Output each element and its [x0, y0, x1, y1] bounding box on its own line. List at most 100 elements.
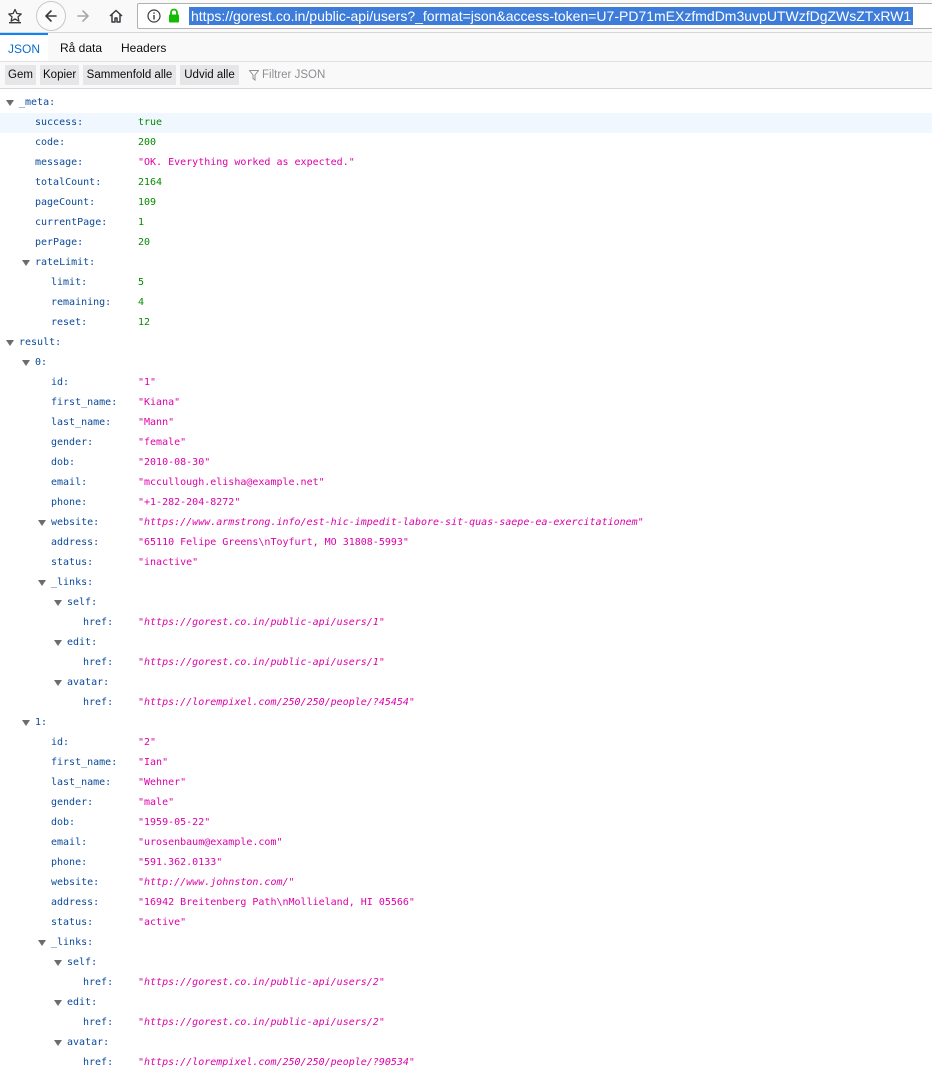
tree-row[interactable]: href:"https://gorest.co.in/public-api/us…	[0, 613, 932, 633]
tree-row[interactable]: email:"mccullough.elisha@example.net"	[0, 473, 932, 493]
expand-twisty-icon[interactable]	[6, 100, 14, 106]
tree-row[interactable]: pageCount:109	[0, 193, 932, 213]
tree-row[interactable]: gender:"female"	[0, 433, 932, 453]
expand-twisty-icon[interactable]	[54, 600, 62, 606]
tree-value: "2"	[138, 737, 157, 748]
tree-row[interactable]: 0:	[0, 353, 932, 373]
collapse-all-button[interactable]: Sammenfold alle	[83, 65, 176, 85]
tree-row[interactable]: edit:	[0, 633, 932, 653]
tree-row[interactable]: address:"65110 Felipe Greens\nToyfurt, M…	[0, 533, 932, 553]
expand-twisty-icon[interactable]	[6, 340, 14, 346]
tree-key: website:	[51, 877, 100, 888]
filter-placeholder: Filtrer JSON	[262, 69, 326, 81]
tree-row[interactable]: website: "http://www.johnston.com/"	[0, 873, 932, 893]
tab-raw-data[interactable]: Rå data	[60, 41, 103, 55]
tree-row[interactable]: gender:"male"	[0, 793, 932, 813]
tree-row[interactable]: href:"https://gorest.co.in/public-api/us…	[0, 973, 932, 993]
tree-row[interactable]: phone:"591.362.0133"	[0, 853, 932, 873]
tree-row[interactable]: address:"16942 Breitenberg Path\nMolliel…	[0, 893, 932, 913]
tree-row[interactable]: edit:	[0, 993, 932, 1013]
url-bar[interactable]: https://gorest.co.in/public-api/users?_f…	[137, 3, 932, 29]
tree-row[interactable]: href:"https://gorest.co.in/public-api/us…	[0, 653, 932, 673]
expand-twisty-icon[interactable]	[54, 680, 62, 686]
tree-row[interactable]: rateLimit:	[0, 253, 932, 273]
tree-value: 2164	[138, 177, 163, 188]
back-button[interactable]	[36, 1, 66, 31]
tree-row[interactable]: href:"https://lorempixel.com/250/250/peo…	[0, 693, 932, 713]
tree-row[interactable]: self:	[0, 953, 932, 973]
tree-row[interactable]: first_name:"Kiana"	[0, 393, 932, 413]
forward-button[interactable]	[71, 4, 95, 28]
tree-row[interactable]: _links:	[0, 933, 932, 953]
tree-row[interactable]: result:	[0, 333, 932, 353]
expand-twisty-icon[interactable]	[54, 1000, 62, 1006]
expand-all-button[interactable]: Udvid alle	[180, 65, 239, 85]
expand-twisty-icon[interactable]	[22, 360, 30, 366]
tree-row[interactable]: remaining: 4	[0, 293, 932, 313]
bookmark-star-icon[interactable]	[3, 4, 27, 28]
tree-row[interactable]: phone:"+1-282-204-8272"	[0, 493, 932, 513]
tree-row[interactable]: self:	[0, 593, 932, 613]
tree-row[interactable]: href:"https://lorempixel.com/250/250/peo…	[0, 1053, 932, 1073]
url-text[interactable]: https://gorest.co.in/public-api/users?_f…	[189, 7, 914, 25]
tree-row[interactable]: 1:	[0, 713, 932, 733]
tree-value: "Ian"	[138, 757, 169, 768]
tree-key: id:	[51, 377, 70, 388]
tree-value: "OK. Everything worked as expected."	[138, 157, 355, 168]
tree-row[interactable]: status:"inactive"	[0, 553, 932, 573]
tree-row[interactable]: _meta:	[0, 93, 932, 113]
tree-row[interactable]: status:"active"	[0, 913, 932, 933]
expand-twisty-icon[interactable]	[22, 720, 30, 726]
tree-row[interactable]: totalCount:2164	[0, 173, 932, 193]
save-button[interactable]: Gem	[5, 65, 36, 85]
expand-twisty-icon[interactable]	[54, 640, 62, 646]
expand-twisty-icon[interactable]	[38, 580, 46, 586]
tree-value: "1"	[138, 377, 157, 388]
tree-value: "female"	[138, 437, 187, 448]
tree-row[interactable]: dob:"2010-08-30"	[0, 453, 932, 473]
tree-row[interactable]: website:"https://www.armstrong.info/est-…	[0, 513, 932, 533]
expand-twisty-icon[interactable]	[38, 520, 46, 526]
tree-value: "https://www.armstrong.info/est-hic-impe…	[138, 517, 644, 528]
tree-value: 4	[138, 297, 145, 308]
tab-json[interactable]: JSON	[0, 33, 48, 61]
tree-key: status:	[51, 557, 94, 568]
tree-row[interactable]: perPage:20	[0, 233, 932, 253]
expand-twisty-icon[interactable]	[54, 960, 62, 966]
expand-twisty-icon[interactable]	[54, 1040, 62, 1046]
copy-button[interactable]: Kopier	[40, 65, 79, 85]
tree-row[interactable]: href:"https://gorest.co.in/public-api/us…	[0, 1013, 932, 1033]
tree-key: remaining:	[51, 297, 112, 308]
tree-row[interactable]: first_name:"Ian"	[0, 753, 932, 773]
tree-row[interactable]: id: "1"	[0, 373, 932, 393]
tree-row[interactable]: message:"OK. Everything worked as expect…	[0, 153, 932, 173]
tree-key: href:	[83, 1057, 114, 1068]
tree-row[interactable]: limit:5	[0, 273, 932, 293]
tree-value: "1959-05-22"	[138, 817, 211, 828]
tree-value: "http://www.johnston.com/"	[138, 877, 295, 888]
tree-row[interactable]: code:200	[0, 133, 932, 153]
tree-key: reset:	[51, 317, 88, 328]
tree-row[interactable]: avatar:	[0, 1033, 932, 1053]
tree-key: last_name:	[51, 417, 112, 428]
expand-twisty-icon[interactable]	[22, 260, 30, 266]
tree-row[interactable]: reset:12	[0, 313, 932, 333]
expand-twisty-icon[interactable]	[38, 940, 46, 946]
info-icon[interactable]	[147, 9, 161, 23]
tree-row[interactable]: avatar:	[0, 673, 932, 693]
tree-row[interactable]: email:"urosenbaum@example.com"	[0, 833, 932, 853]
tree-value: "https://gorest.co.in/public-api/users/1…	[138, 657, 385, 668]
tree-key: avatar:	[67, 677, 110, 688]
tree-row[interactable]: last_name:"Wehner"	[0, 773, 932, 793]
tree-row[interactable]: _links:	[0, 573, 932, 593]
home-button[interactable]	[104, 4, 128, 28]
tree-row[interactable]: success:true	[0, 113, 932, 133]
tree-row[interactable]: currentPage:1	[0, 213, 932, 233]
tree-row[interactable]: id:"2"	[0, 733, 932, 753]
tree-row[interactable]: last_name:"Mann"	[0, 413, 932, 433]
tab-headers[interactable]: Headers	[121, 41, 167, 55]
tree-key: dob:	[51, 817, 76, 828]
lock-icon	[169, 8, 179, 23]
tree-key: address:	[51, 897, 100, 908]
tree-row[interactable]: dob: "1959-05-22"	[0, 813, 932, 833]
